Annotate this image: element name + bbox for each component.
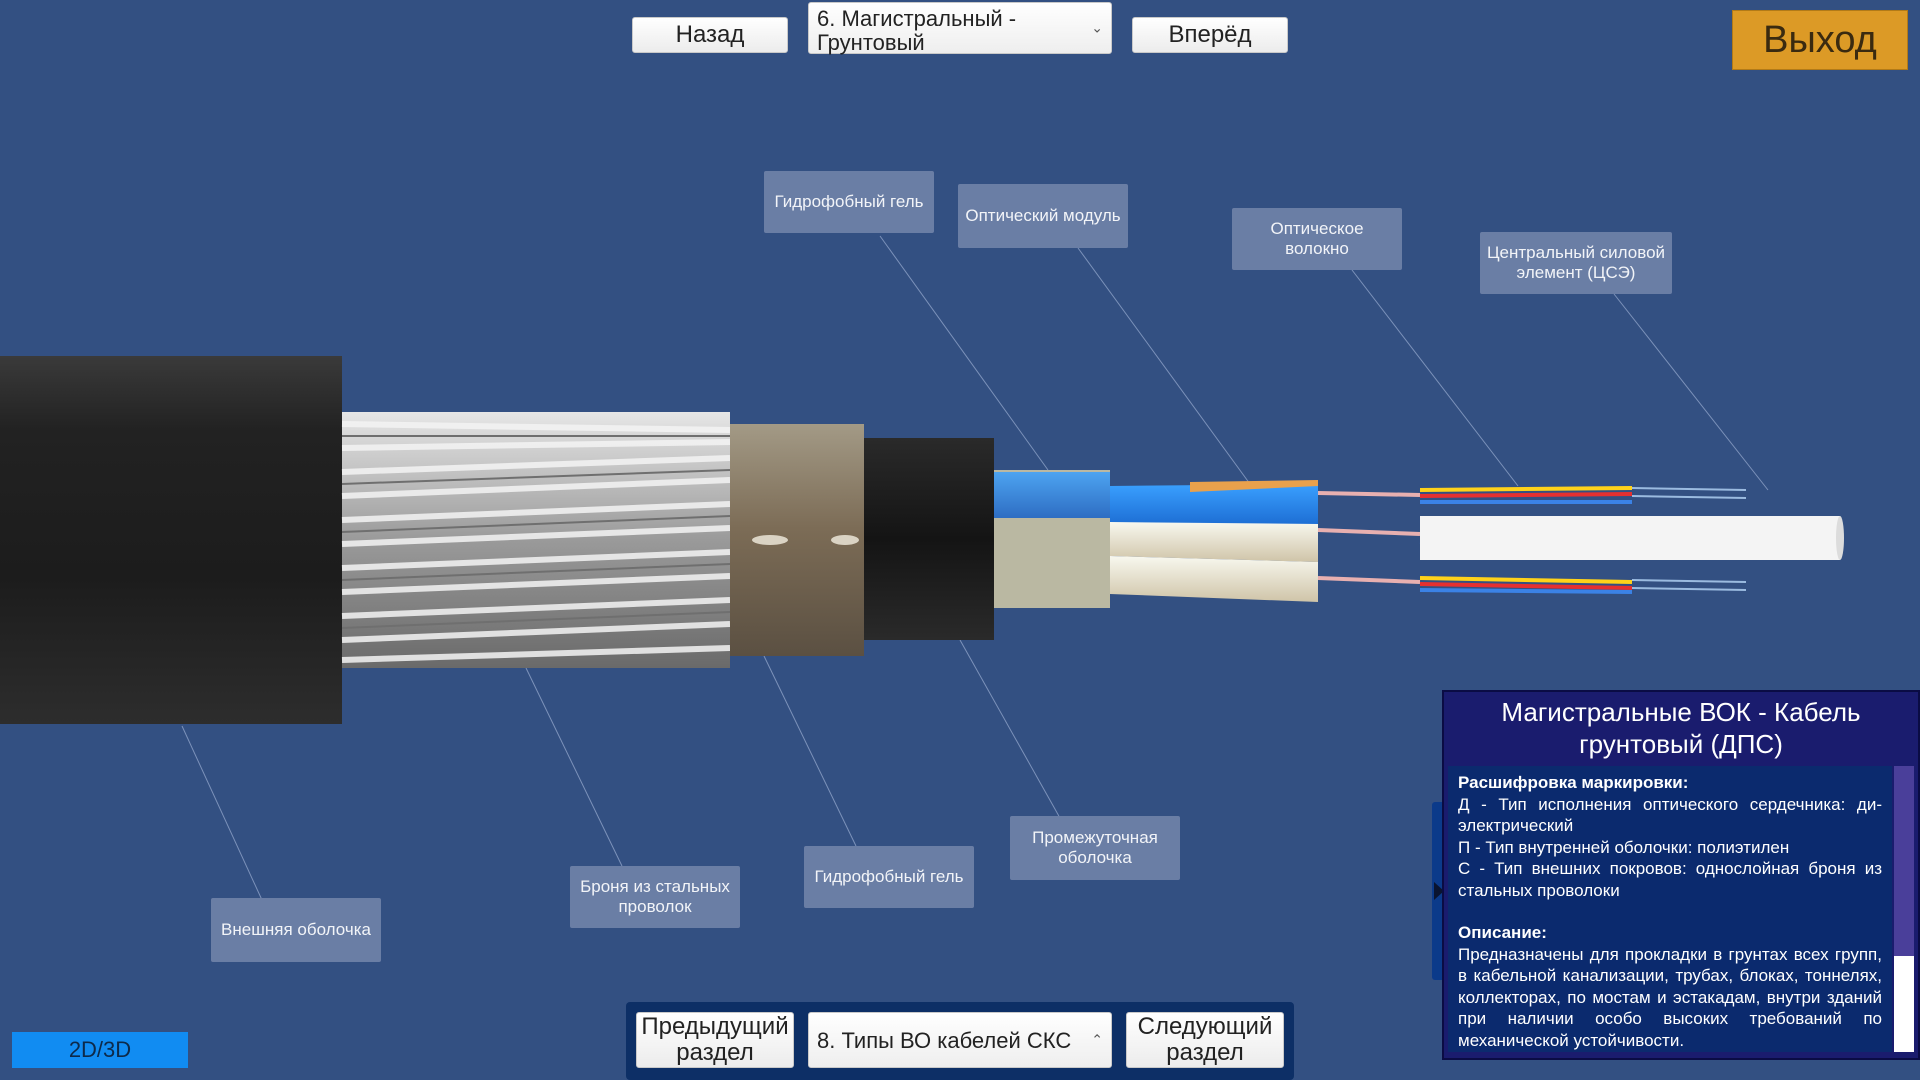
section-select-value: 8. Типы ВО кабелей СКС	[817, 1028, 1072, 1053]
marking-line: С - Тип внешних покровов: однослойная бр…	[1458, 859, 1882, 900]
section-select[interactable]: 8. Типы ВО кабелей СКС ⌃	[808, 1012, 1112, 1068]
callout-optical-module: Оптический модуль	[958, 184, 1128, 248]
callout-hydrophobic-gel-top: Гидрофобный гель	[764, 171, 934, 233]
marking-heading: Расшифровка маркировки:	[1458, 773, 1689, 792]
view-toggle-button[interactable]: 2D/3D	[12, 1032, 188, 1068]
next-section-button[interactable]: Следующий раздел	[1126, 1012, 1284, 1068]
info-panel-body[interactable]: Расшифровка маркировки: Д - Тип исполнен…	[1448, 766, 1892, 1052]
scrollbar-thumb[interactable]	[1894, 956, 1914, 1052]
forward-button[interactable]: Вперёд	[1132, 17, 1288, 53]
exit-button[interactable]: Выход	[1732, 10, 1908, 70]
chevron-down-icon: ⌄	[1091, 19, 1103, 36]
arrow-right-icon	[1434, 882, 1444, 900]
callout-outer-sheath: Внешняя оболочка	[211, 898, 381, 962]
topic-select-value: 6. Магистральный - Грунтовый	[817, 6, 1017, 55]
callout-central-strength-member: Центральный силовой элемент (ЦСЭ)	[1480, 232, 1672, 294]
marking-line: П - Тип внутренней оболочки: полиэтилен	[1458, 837, 1790, 857]
description-text: Предназначены для прокладки в грунтах вс…	[1458, 944, 1882, 1050]
topic-select[interactable]: 6. Магистральный - Грунтовый ⌄	[808, 2, 1112, 55]
back-button[interactable]: Назад	[632, 17, 788, 53]
marking-line: Д - Тип исполнения оптического сердечник…	[1458, 794, 1882, 836]
cable-illustration	[0, 356, 1844, 724]
description-heading: Описание:	[1458, 923, 1547, 942]
info-panel-title: Магистральные ВОК - Кабель грунтовый (ДП…	[1501, 697, 1861, 759]
callout-intermediate-sheath: Промежуточная оболочка	[1010, 816, 1180, 880]
chevron-up-icon: ⌃	[1091, 1031, 1103, 1048]
callout-steel-armor: Броня из стальных проволок	[570, 866, 740, 928]
info-panel-scrollbar[interactable]	[1894, 766, 1914, 1052]
info-panel: Магистральные ВОК - Кабель грунтовый (ДП…	[1442, 690, 1920, 1060]
prev-section-button[interactable]: Предыдущий раздел	[636, 1012, 794, 1068]
callout-hydrophobic-gel-bottom: Гидрофобный гель	[804, 846, 974, 908]
callout-optical-fiber: Оптическое волокно	[1232, 208, 1402, 270]
